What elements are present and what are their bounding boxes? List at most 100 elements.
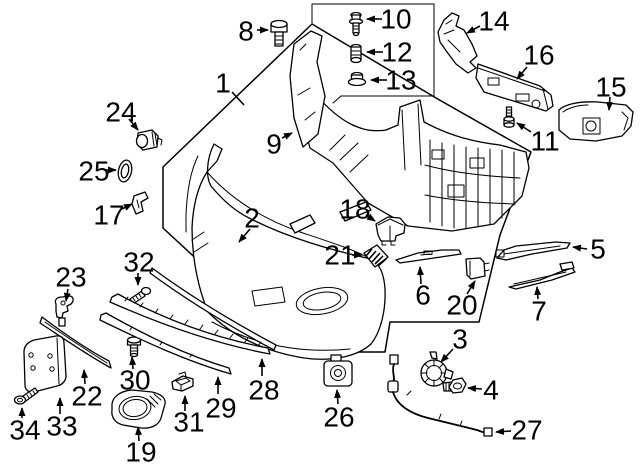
part-28-spoiler-strip-drawing	[109, 293, 271, 355]
callout-31: 31	[173, 395, 205, 438]
part-9-inner-carrier-drawing	[289, 30, 530, 232]
callout-13: 13	[370, 65, 417, 96]
part-2-bumper-cover-drawing	[149, 143, 386, 360]
callout-30-number: 30	[119, 365, 150, 396]
callout-25: 25	[78, 156, 117, 187]
part-14-bracket-drawing	[437, 12, 478, 74]
part-22-molding-drawing	[39, 316, 112, 369]
callout-14: 14	[466, 6, 510, 37]
part-11-bolt-drawing	[503, 106, 515, 128]
callout-22: 22	[71, 369, 103, 412]
callout-16-number: 16	[523, 40, 554, 71]
part-6-trim-strip-drawing	[395, 249, 462, 264]
part-27-harness-drawing	[387, 354, 493, 437]
callout-23: 23	[55, 262, 87, 302]
callout-4: 4	[467, 375, 499, 406]
callout-8-number: 8	[238, 16, 254, 47]
callout-5-leader	[572, 244, 588, 252]
callout-28: 28	[248, 358, 280, 406]
callout-26: 26	[323, 389, 355, 433]
callout-28-number: 28	[248, 375, 279, 406]
callout-5-number: 5	[590, 234, 606, 265]
callout-33: 33	[46, 397, 78, 442]
callout-31-number: 31	[173, 407, 204, 438]
callout-34: 34	[9, 407, 41, 446]
callout-30: 30	[119, 356, 151, 396]
callout-16-leader	[516, 66, 528, 80]
callout-11-leader	[516, 122, 532, 133]
callout-19-leader	[135, 426, 143, 442]
callout-12: 12	[366, 37, 413, 68]
part-20-bracket-plate-drawing	[465, 257, 490, 280]
callout-8: 8	[238, 16, 269, 47]
callout-4-number: 4	[483, 375, 499, 406]
callout-27-leader	[495, 427, 512, 435]
part-21-mesh-insert-drawing	[363, 244, 389, 268]
callout-7-number: 7	[531, 296, 547, 327]
callout-7: 7	[531, 286, 547, 327]
callout-19-number: 19	[125, 437, 156, 468]
callout-23-leader	[63, 288, 71, 302]
callout-15: 15	[595, 72, 627, 111]
part-8-bolt-drawing	[270, 19, 288, 47]
part-33-plate-bracket-drawing	[23, 335, 67, 393]
part-25-grommet-drawing	[117, 159, 133, 183]
callout-14-leader	[466, 25, 481, 34]
callout-27: 27	[495, 415, 543, 446]
part-34-screw-drawing	[13, 387, 39, 405]
callout-22-leader	[81, 369, 89, 385]
part-30-bolt-drawing	[126, 336, 142, 358]
callout-10-number: 10	[380, 4, 411, 35]
callout-9: 9	[266, 129, 293, 160]
callout-21: 21	[324, 240, 363, 271]
callout-17-leader	[121, 203, 133, 211]
callout-3-leader	[440, 348, 454, 363]
callout-9-leader	[281, 132, 293, 140]
part-29-lower-strip-drawing	[99, 312, 232, 375]
callout-13-number: 13	[385, 65, 416, 96]
part-31-clip-drawing	[171, 371, 194, 392]
callout-25-number: 25	[78, 156, 109, 187]
part-13-nut-drawing	[347, 71, 367, 87]
part-12-rivet-drawing	[350, 43, 362, 64]
callout-20-leader	[466, 280, 476, 295]
callout-24: 24	[105, 97, 139, 131]
part-24-sensor-drawing	[135, 129, 163, 151]
callout-1-number: 1	[215, 68, 231, 99]
callout-1-leader	[231, 91, 245, 106]
part-5-trim-strip-drawing	[495, 241, 571, 261]
part-15-absorber-pad-drawing	[558, 101, 634, 142]
callout-24-number: 24	[105, 97, 136, 128]
callout-6: 6	[415, 266, 431, 311]
callout-4-leader	[467, 385, 483, 393]
callout-12-number: 12	[381, 37, 412, 68]
callout-20: 20	[446, 280, 478, 321]
callout-24-leader	[128, 118, 139, 131]
callout-29-number: 29	[205, 393, 236, 424]
part-3-horn-drawing	[420, 351, 454, 387]
callout-10: 10	[366, 4, 412, 35]
callout-32-number: 32	[123, 247, 154, 278]
part-18-bracket-drawing	[375, 216, 406, 246]
callout-29: 29	[205, 376, 237, 424]
callout-18-number: 18	[339, 194, 370, 225]
callout-22-number: 22	[71, 381, 102, 412]
callout-19: 19	[125, 426, 157, 468]
callout-18: 18	[339, 194, 376, 225]
callout-2-leader	[238, 228, 251, 243]
part-10-push-pin-drawing	[348, 11, 364, 37]
callout-2-number: 2	[244, 203, 260, 234]
callout-21-number: 21	[324, 240, 355, 271]
part-19-fog-bezel-drawing	[111, 389, 166, 429]
callout-5: 5	[572, 234, 606, 265]
callout-1: 1	[215, 68, 245, 106]
callout-26-leader	[334, 389, 342, 405]
callout-17-number: 17	[93, 200, 124, 231]
callout-17: 17	[93, 200, 133, 231]
callout-23-number: 23	[55, 262, 86, 293]
callout-11: 11	[516, 122, 560, 157]
callout-34-number: 34	[9, 415, 40, 446]
